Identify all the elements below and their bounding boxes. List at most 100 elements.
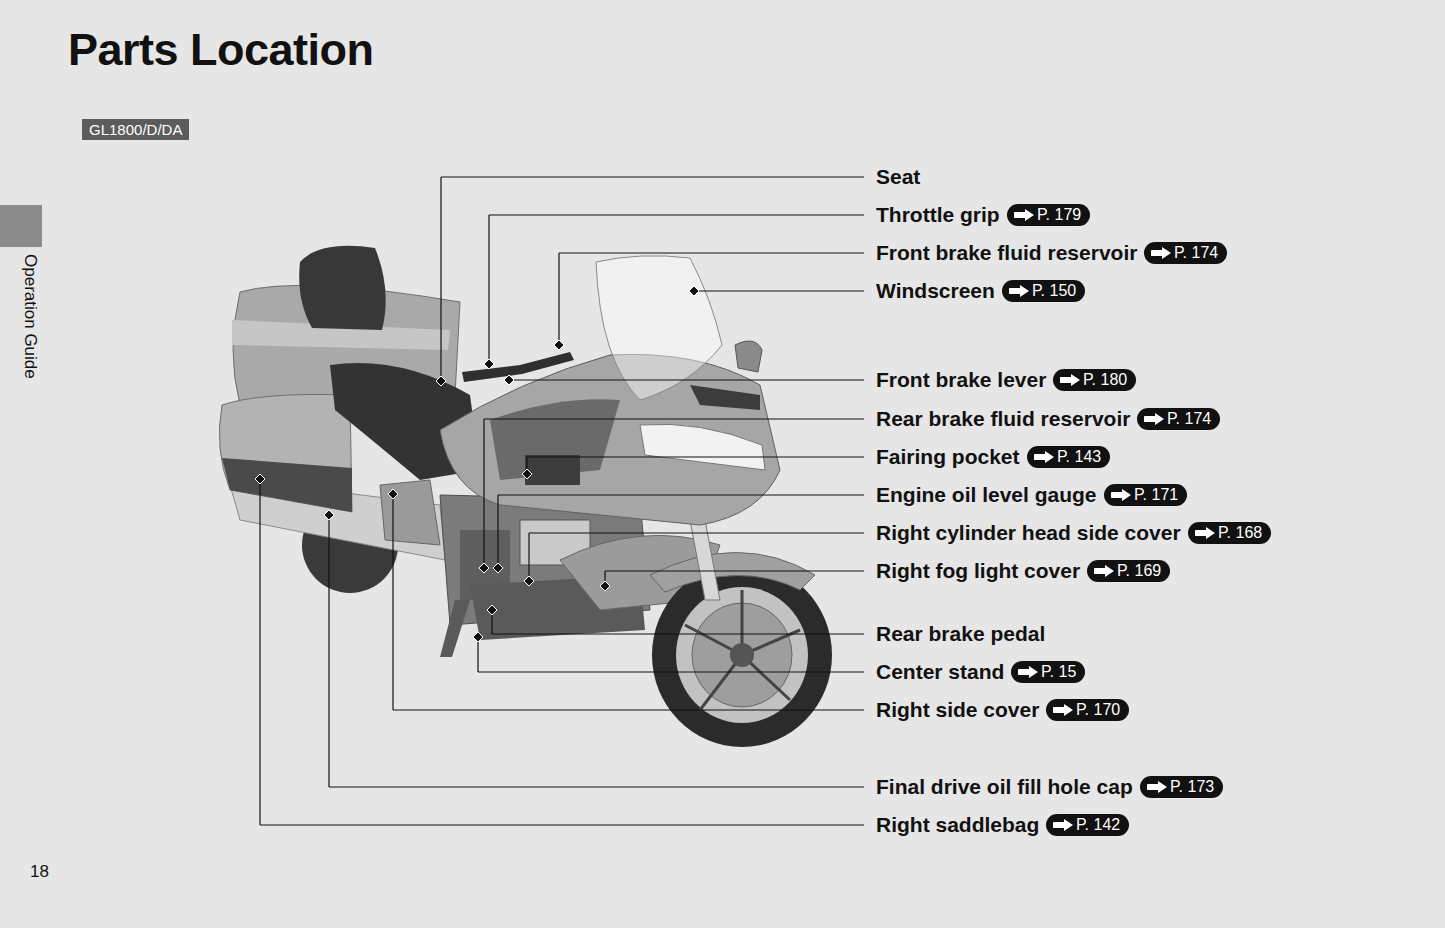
part-name: Final drive oil fill hole cap <box>876 775 1133 799</box>
page-reference: P. 169 <box>1087 560 1170 582</box>
arrow-icon <box>1145 780 1169 794</box>
page-number-ref: P. 180 <box>1083 369 1127 391</box>
leader-dot <box>473 632 483 642</box>
part-name: Right side cover <box>876 698 1039 722</box>
leader-line <box>605 570 864 571</box>
leader-line <box>529 532 864 533</box>
page-reference: P. 150 <box>1002 280 1085 302</box>
page-reference: P. 142 <box>1046 814 1129 836</box>
leader-line <box>489 214 864 215</box>
side-tab <box>0 205 42 247</box>
arrow-icon <box>1058 373 1082 387</box>
arrow-icon <box>1012 208 1036 222</box>
page-reference: P. 143 <box>1027 446 1110 468</box>
leader-line <box>558 253 559 345</box>
arrow-icon <box>1193 526 1217 540</box>
page-reference: P. 15 <box>1011 661 1085 683</box>
leader-line <box>392 494 393 710</box>
page-number-ref: P. 143 <box>1057 446 1101 468</box>
leader-dot <box>436 376 446 386</box>
leader-line <box>260 824 864 825</box>
page-number-ref: P. 142 <box>1076 814 1120 836</box>
page-number-ref: P. 169 <box>1117 560 1161 582</box>
page-reference: P. 179 <box>1007 204 1090 226</box>
leader-dot <box>522 469 532 479</box>
arrow-icon <box>1051 818 1075 832</box>
leader-dot <box>689 286 699 296</box>
part-name: Windscreen <box>876 279 995 303</box>
arrow-icon <box>1032 450 1056 464</box>
part-name: Engine oil level gauge <box>876 483 1097 507</box>
leader-dot <box>484 359 494 369</box>
page-reference: P. 171 <box>1104 484 1187 506</box>
part-name: Seat <box>876 165 920 189</box>
page-number-ref: P. 173 <box>1170 776 1214 798</box>
part-name: Center stand <box>876 660 1004 684</box>
leader-line <box>509 379 864 380</box>
leader-dot <box>524 576 534 586</box>
leader-dot <box>324 510 334 520</box>
leader-dot <box>493 563 503 573</box>
leader-line <box>498 494 864 495</box>
leader-line <box>483 419 484 568</box>
leader-line <box>488 215 489 364</box>
arrow-icon <box>1109 488 1133 502</box>
leader-dot <box>504 375 514 385</box>
leader-line <box>497 495 498 568</box>
part-name: Right fog light cover <box>876 559 1080 583</box>
leader-line <box>328 515 329 787</box>
part-name: Rear brake pedal <box>876 622 1045 646</box>
leader-line <box>440 177 441 381</box>
arrow-icon <box>1051 703 1075 717</box>
page-title: Parts Location <box>68 24 374 76</box>
part-name: Right saddlebag <box>876 813 1039 837</box>
model-badge: GL1800/D/DA <box>82 119 189 140</box>
leader-line <box>484 418 864 419</box>
leader-line <box>441 176 864 177</box>
page-number-ref: P. 174 <box>1167 408 1211 430</box>
page-reference: P. 170 <box>1046 699 1129 721</box>
leader-line <box>559 252 864 253</box>
arrow-icon <box>1142 412 1166 426</box>
leader-line <box>393 709 864 710</box>
page-reference: P. 173 <box>1140 776 1223 798</box>
page-number-ref: P. 150 <box>1032 280 1076 302</box>
page-number: 18 <box>30 862 49 882</box>
part-name: Right cylinder head side cover <box>876 521 1181 545</box>
leader-line <box>527 456 864 457</box>
leader-dot <box>554 340 564 350</box>
page-reference: P. 168 <box>1188 522 1271 544</box>
page-number-ref: P. 179 <box>1037 204 1081 226</box>
part-name: Rear brake fluid reservoir <box>876 407 1130 431</box>
leader-line <box>478 671 864 672</box>
page-number-ref: P. 168 <box>1218 522 1262 544</box>
leader-line <box>329 786 864 787</box>
part-name: Front brake fluid reservoir <box>876 241 1137 265</box>
part-name: Fairing pocket <box>876 445 1020 469</box>
leader-dot <box>388 489 398 499</box>
page-reference: P. 180 <box>1053 369 1136 391</box>
page-reference: P. 174 <box>1144 242 1227 264</box>
arrow-icon <box>1016 665 1040 679</box>
leader-dot <box>255 474 265 484</box>
model-text: GL1800/D/DA <box>89 121 182 138</box>
page-number-ref: P. 171 <box>1134 484 1178 506</box>
page-number-ref: P. 170 <box>1076 699 1120 721</box>
leader-dot <box>479 563 489 573</box>
page-number-ref: P. 15 <box>1041 661 1076 683</box>
leader-dot <box>487 605 497 615</box>
leader-dot <box>600 581 610 591</box>
section-tab-label: Operation Guide <box>19 254 41 379</box>
leader-line <box>528 533 529 581</box>
leader-line <box>694 290 864 291</box>
arrow-icon <box>1092 564 1116 578</box>
leader-line <box>259 479 260 825</box>
arrow-icon <box>1007 284 1031 298</box>
leader-line <box>492 633 864 634</box>
arrow-icon <box>1149 246 1173 260</box>
part-name: Front brake lever <box>876 368 1046 392</box>
page-number-ref: P. 174 <box>1174 242 1218 264</box>
part-name: Throttle grip <box>876 203 1000 227</box>
